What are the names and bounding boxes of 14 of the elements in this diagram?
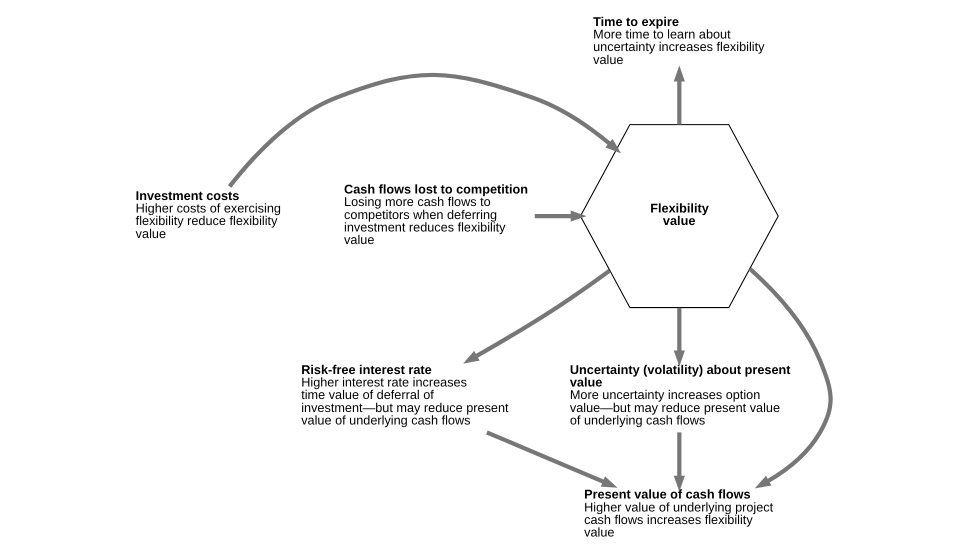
node-text: Time to expire More time to learn about uncertainty increases flexibility value [592,14,764,67]
arrow [673,308,684,366]
node-text: Uncertainty (volatility) about present value More uncertainty increases option value—but may reduce present value of underlying cash flows [569,362,790,428]
arrow [534,210,586,222]
node-text: Cash flows lost to competition Losing more cash flows to competitors when deferring investment reduces flexibility value [344,182,528,248]
arrow [748,267,832,488]
arrow [673,432,684,492]
node-text: Investment costs Higher costs of exercising flexibility reduce flexibility value [135,188,280,241]
node-text: Risk-free interest rate Higher interest rate increases time value of deferral of investment—but may reduce present value of underlying cash flows [300,362,508,428]
arrow [227,72,621,188]
arrow [462,268,610,364]
node-text: Present value of cash flows Higher value of underlying project cash flows increases flexibility value [584,488,773,540]
arrow [486,430,618,488]
arrow [673,66,684,125]
